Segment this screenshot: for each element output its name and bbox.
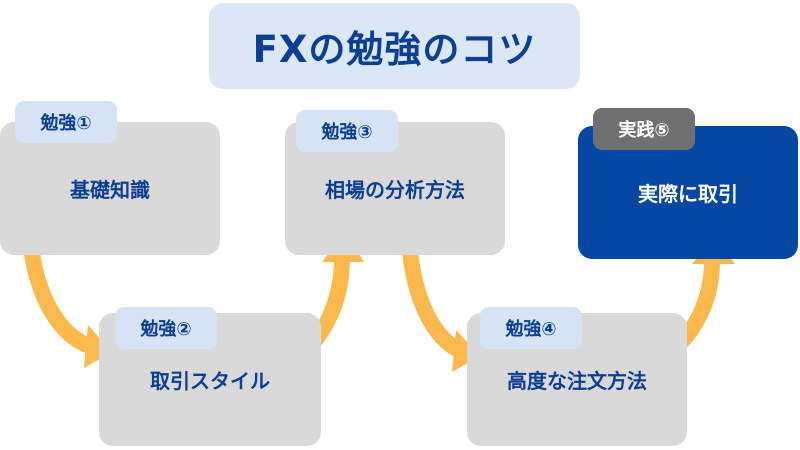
- step-3-label: 相場の分析方法: [325, 178, 465, 202]
- arrow-step3-to-step4-head: [452, 330, 480, 372]
- step-1-box: 基礎知識: [0, 122, 220, 255]
- arrow-step1-to-step2-head: [84, 325, 112, 368]
- arrow-step1-to-step2: [22, 237, 99, 356]
- step-5-tag: 実践⑤: [593, 108, 695, 150]
- diagram-title: FXの勉強のコツ: [209, 3, 580, 89]
- step-4-label: 高度な注文方法: [507, 369, 647, 393]
- step-1-label: 基礎知識: [70, 178, 150, 202]
- step-3-tag: 勉強③: [296, 110, 398, 152]
- step-2-tag: 勉強②: [115, 307, 217, 349]
- step-2-label: 取引スタイル: [150, 369, 270, 393]
- step-5-label: 実際に取引: [638, 182, 738, 206]
- step-4-tag: 勉強④: [480, 307, 582, 349]
- step-1-tag: 勉強①: [15, 101, 117, 143]
